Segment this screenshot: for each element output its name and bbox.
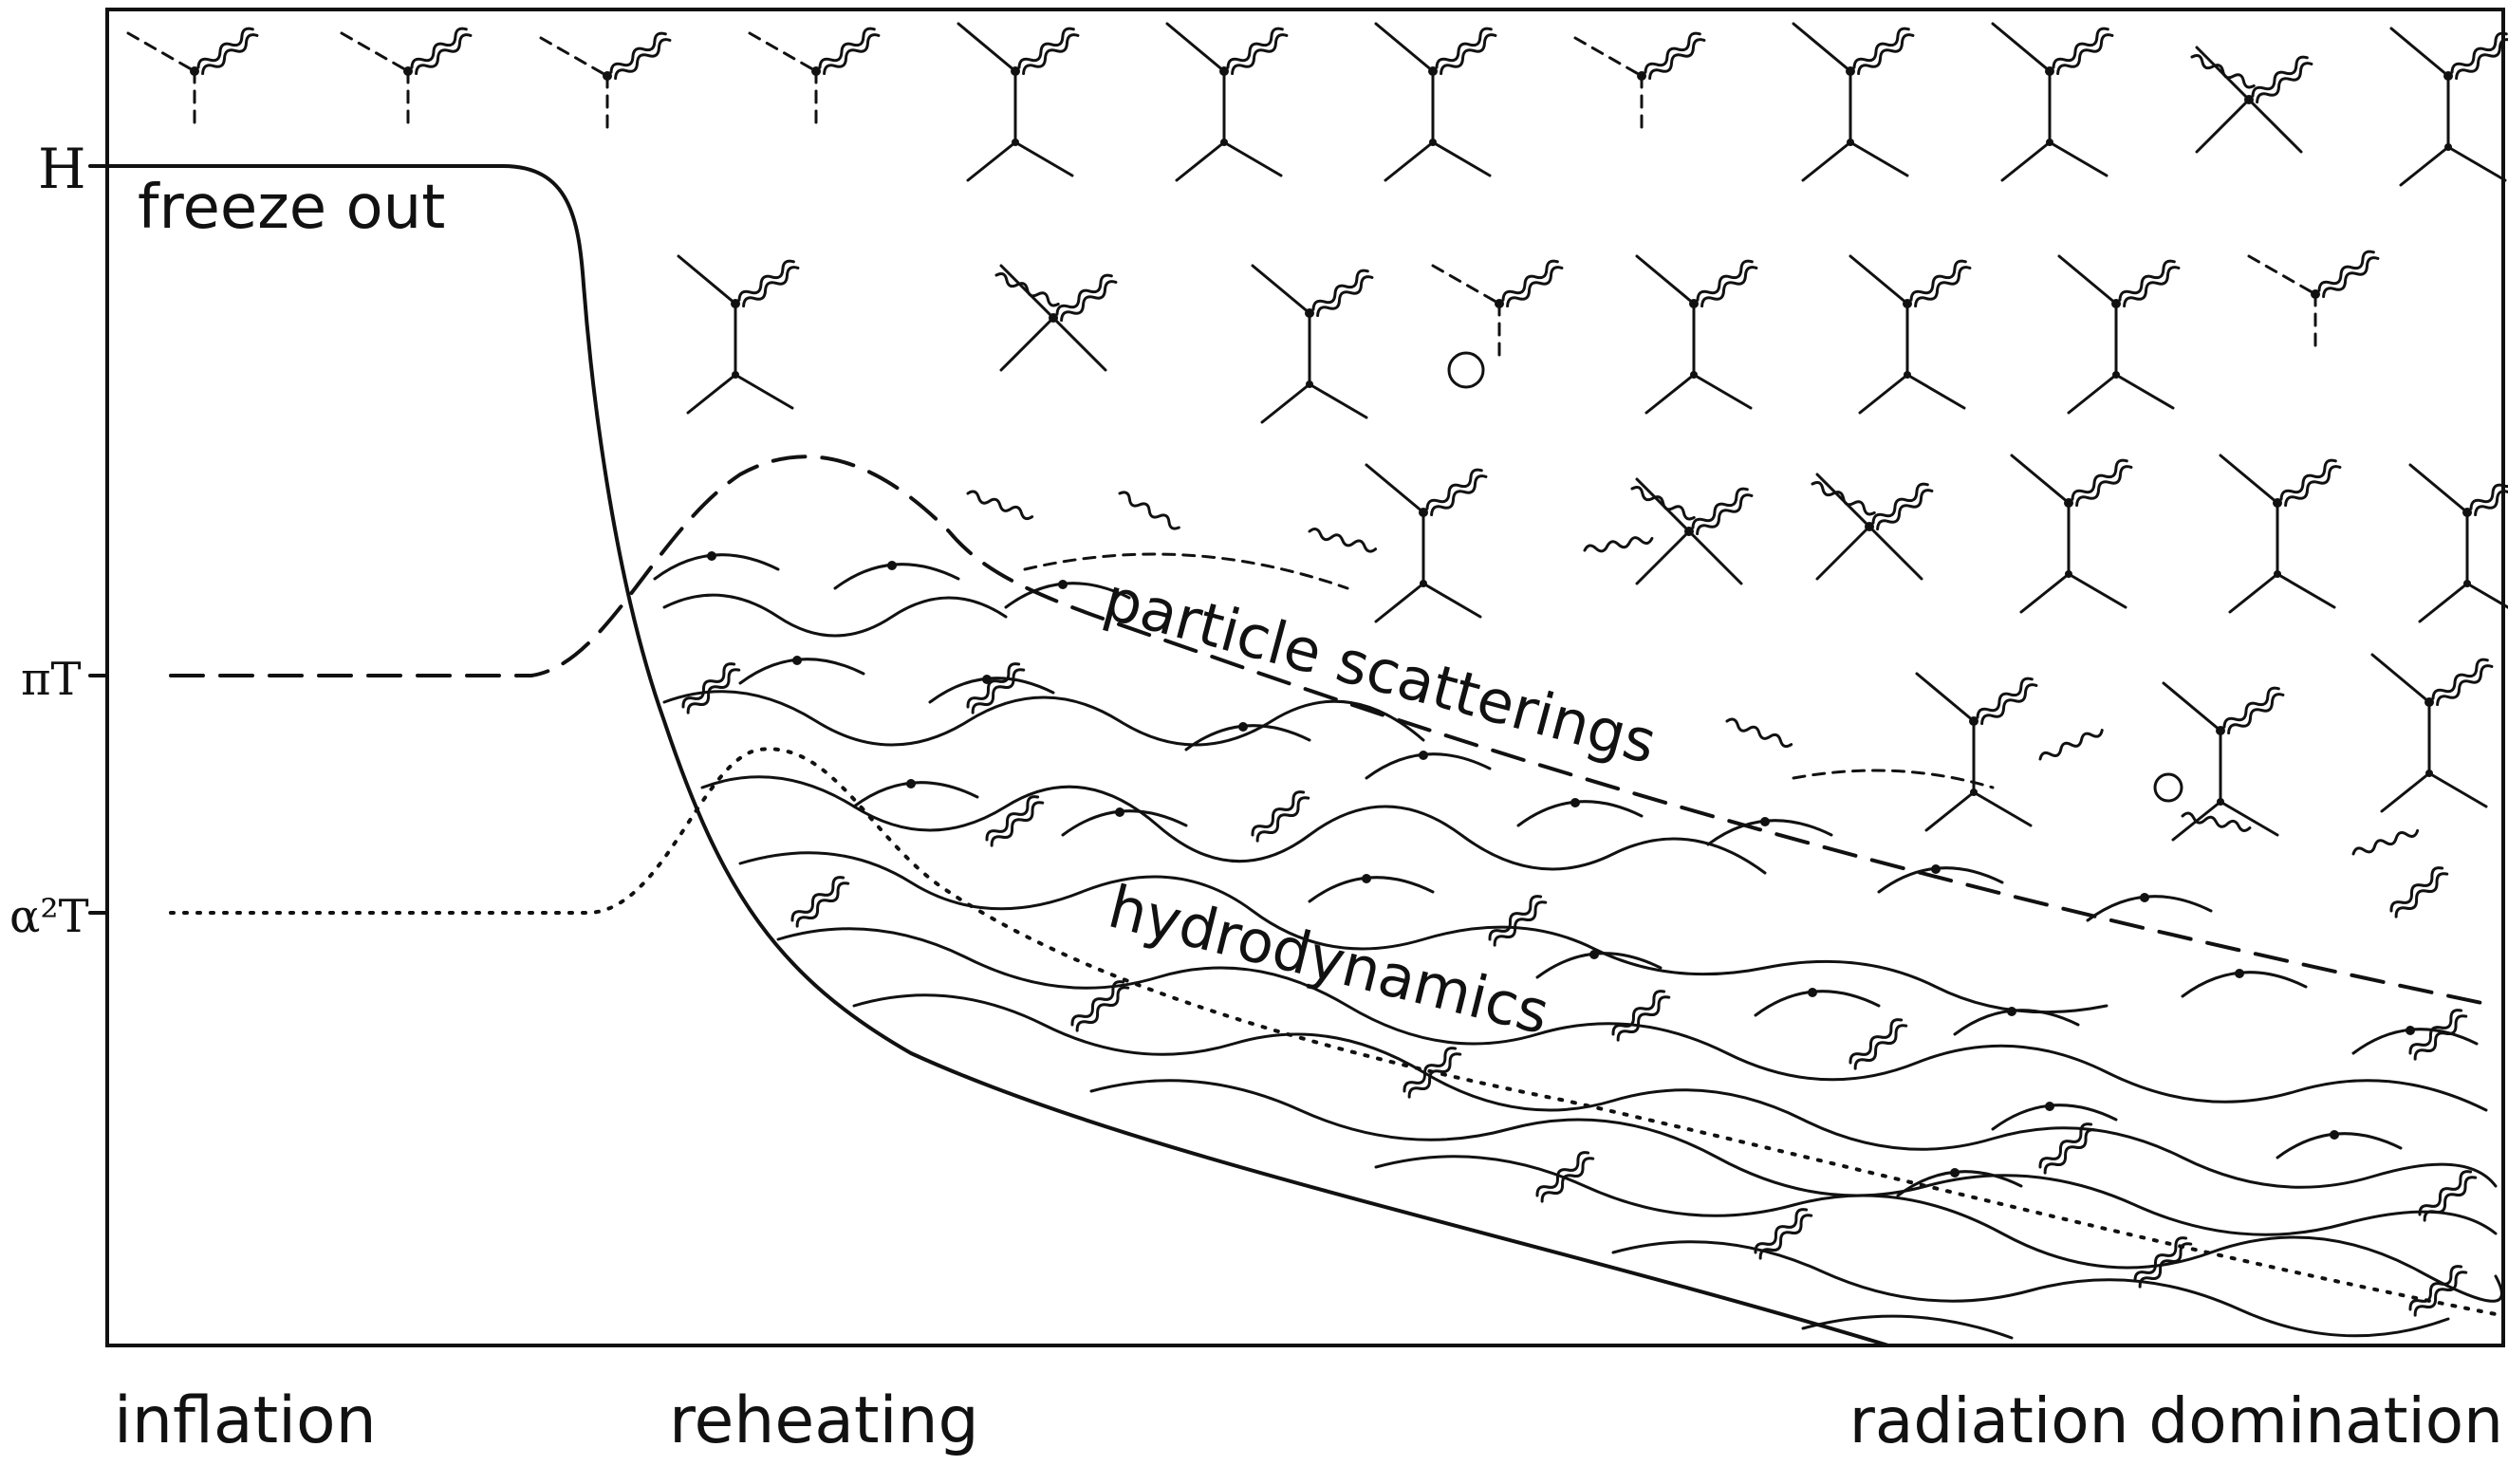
- axis-label-alpha2-t: α²T: [9, 890, 89, 943]
- hydro-waves: [653, 549, 2503, 1340]
- axis-label-h: H: [38, 137, 86, 201]
- axis-ticks: [88, 164, 109, 915]
- axis-label-pi-t: πT: [21, 653, 82, 706]
- era-label-reheating: reheating: [669, 1383, 979, 1458]
- pi-t-curve: [169, 454, 2498, 1008]
- alpha2-t-curve: [169, 747, 2498, 1316]
- era-label-inflation: inflation: [114, 1383, 377, 1458]
- label-freeze-out: freeze out: [138, 173, 445, 243]
- era-label-radiation-domination: radiation domination: [1849, 1384, 2503, 1457]
- feynman-diagrams: [128, 24, 2508, 860]
- label-hydrodynamics: hydrodynamics: [1102, 872, 1555, 1048]
- hubble-curve: [105, 164, 1890, 1347]
